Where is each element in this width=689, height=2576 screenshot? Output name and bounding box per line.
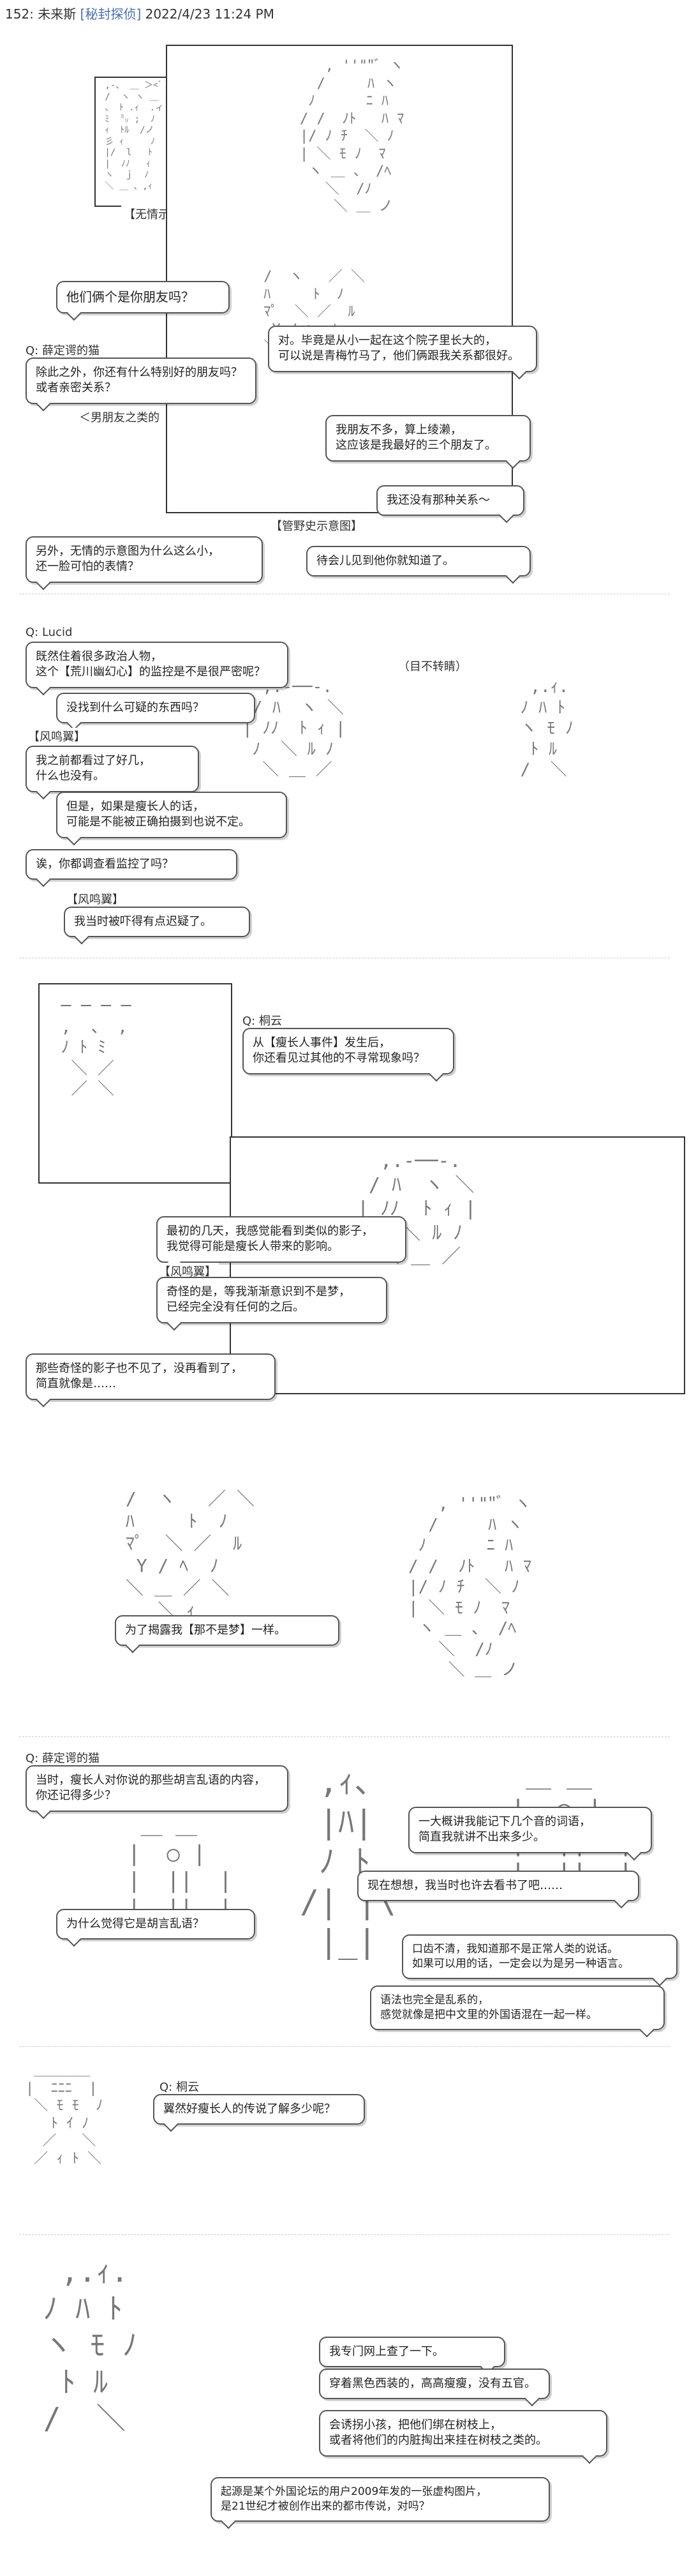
ascii-art-girl-2: ,.-──-. / ﾊ ヽ ＼ | ﾉﾉ ﾄ ｨ | ﾉ ＼ ﾙ ﾉ ＼ ＿ ／ xyxy=(242,677,346,780)
speech-bubble: 我之前都看过了好几， 什么也没有。 xyxy=(26,746,199,792)
speech-bubble: 现在想想，我当时也许去看书了吧…… xyxy=(357,1871,639,1902)
section-divider xyxy=(19,2234,670,2235)
speech-bubble: 但是，如果是瘦长人的话， 可能是不能被正确拍摄到也说不定。 xyxy=(56,792,287,838)
section-divider xyxy=(19,1736,670,1737)
stage-direction: （目不转睛） xyxy=(396,658,470,674)
questioner-label: Q: 薛定谔的猫 xyxy=(26,1752,100,1765)
scene-panel-3b xyxy=(230,1136,685,1394)
speech-bubble: 会诱拐小孩，把他们绑在树枝上， 或者将他们的内脏掏出来挂在树枝之类的。 xyxy=(319,2410,607,2457)
speech-bubble: 除此之外，你还有什么特别好的朋友吗？ 或者亲密关系？ xyxy=(26,358,256,404)
ascii-art-girl-1: , ''""ﾞ ヽ / ﾊ ヽ ﾉ ﾆ ﾊ / / ﾉﾄ ﾊ ﾏ |/ ﾉ ﾁ … xyxy=(300,58,404,215)
speech-bubble: 诶，你都调查看监控了吗？ xyxy=(26,849,237,880)
questioner-label: Q: 薛定谔的猫 xyxy=(26,344,100,358)
speech-bubble: 为了揭露我【那不是梦】一样。 xyxy=(115,1615,339,1646)
section-divider xyxy=(19,2046,670,2047)
speech-bubble: 我朋友不多，算上绫濑， 这应该是我最好的三个朋友了。 xyxy=(325,415,531,462)
thread-title[interactable]: [秘封探侦] xyxy=(80,6,142,22)
speech-bubble: 对。毕竟是从小一起在这个院子里长大的， 可以说是青梅竹马了，他们俩跟我关系都很好… xyxy=(268,326,537,372)
scene-panel-3a xyxy=(38,983,232,1184)
speech-bubble: 为什么觉得它是胡言乱语？ xyxy=(56,1909,255,1940)
ascii-art-girl-5: ,ｨ、 |ﾊ| ﾉ ﾄ /| |\ |_| xyxy=(300,1763,396,1960)
speech-bubble: 一大概讲我能记下几个音的词语， 简直我就讲不出来多少。 xyxy=(408,1807,652,1853)
author-name[interactable]: 未来斯 xyxy=(38,6,77,22)
speech-bubble: 他们俩个是你朋友吗？ xyxy=(56,281,230,313)
speech-bubble: 没找到什么可疑的东西吗？ xyxy=(56,693,255,724)
ascii-art-girl-6: ＿＿＿＿ | ﾆﾆﾆ | ＼ ﾓ ﾓ ﾉ ﾄ ｲ ﾉ ／ ＼ ／ ｨ ﾄ ＼ xyxy=(26,2063,103,2167)
speech-bubble: 口齿不清，我知道那不是正常人类的说话。 如果可以用的话，一定会以为是另一种语言。 xyxy=(402,1934,678,1979)
questioner-label: Q: 桐云 xyxy=(159,2081,199,2094)
ascii-art-scene-4b: , ''""ﾞ ヽ / ﾊ ヽ ﾉ ﾆ ﾊ / / ﾉﾄ ﾊ ﾏ |/ ﾉ ﾁ … xyxy=(408,1495,531,1680)
speech-bubble: 起源是某个外国论坛的用户2009年发的一张虚构图片， 是21世纪才被创作出来的都… xyxy=(211,2477,550,2522)
speech-bubble: 最初的几天，我感觉能看到类似的影子， 我觉得可能是瘦长人带来的影响。 xyxy=(156,1216,406,1263)
ascii-art-wuxin: ,-、 ＿ ＞<ﾞ / ヽ ヽ ＿ ,. - 、 ﾄ .ｨ .ィ ﾐ ㍉ ; ﾉ… xyxy=(105,80,185,192)
speech-bubble: 我当时被吓得有点迟疑了。 xyxy=(64,907,250,938)
speech-bubble: 那些奇怪的影子也不见了，没再看到了， 简直就像是…… xyxy=(26,1353,276,1400)
speech-bubble: 穿着黑色西装的，高高瘦瘦，没有五官。 xyxy=(319,2369,550,2400)
speech-bubble: 翼然好瘦长人的传说了解多少呢？ xyxy=(153,2094,365,2125)
page-header: 152: 未来斯 [秘封探侦] 2022/4/23 11:24 PM xyxy=(5,4,274,22)
ascii-art-girl-7: ,.ｨ. ﾉ ﾊ ﾄ ヽ ﾓ ﾉ ﾄ ﾙ / ＼ xyxy=(43,2254,138,2436)
questioner-label: Q: Lucid xyxy=(26,626,73,639)
caption-guanye: 【管野史示意图】 xyxy=(268,517,365,534)
speech-bubble: 语法也完全是乱系的， 感觉就像是把中文里的外国语混在一起一样。 xyxy=(370,1985,665,2030)
speaker-tag: 【风鸣翼】 xyxy=(64,891,126,907)
questioner-label: Q: 桐云 xyxy=(242,1014,282,1028)
speech-bubble: 我专门网上查了一下。 xyxy=(319,2337,505,2368)
post-datetime: 2022/4/23 11:24 PM xyxy=(145,6,274,22)
speech-bubble: 奇怪的是，等我渐渐意识到不是梦， 已经完全没有任何的之后。 xyxy=(156,1277,387,1323)
speech-bubble: 当时，瘦长人对你说的那些胡言乱语的内容， 你还记得多少？ xyxy=(26,1765,288,1812)
ascii-art-girl-2b: ,.ｨ. ﾉ ﾊ ﾄ ヽ ﾓ ﾉ ﾄ ﾙ / ＼ xyxy=(520,677,574,780)
speaker-tag: 【风鸣翼】 xyxy=(26,728,88,744)
speech-bubble: 另外，无情的示意图为什么这么小， 还一脸可怕的表情？ xyxy=(26,536,263,583)
speech-bubble: 我还没有那种关系～ xyxy=(376,485,524,516)
ascii-art-scene-4: / ヽ ／ ＼ ﾊ ﾄ ﾉ ﾏﾟ ＼ ／ ﾙ Y / ﾍ ﾉ ＼ ＿ ／ ＼ ＼… xyxy=(125,1488,255,1621)
ascii-art-shadow: ─ ─ ─ ─ , 、 , ﾉ ﾄ ﾐ ＼ ／ ／ ＼ xyxy=(61,997,131,1099)
speech-bubble: 待会儿见到他你就知道了。 xyxy=(306,546,531,577)
post-index: 152: xyxy=(5,6,34,22)
speech-bubble: 既然住着很多政治人物， 这个【荒川幽幻心】的监控是不是很严密呢？ xyxy=(26,642,288,688)
aside-text: ＜男朋友之类的 xyxy=(77,409,162,425)
speech-bubble: 从【瘦长人事件】发生后， 你还看见过其他的不寻常现象吗？ xyxy=(242,1028,454,1074)
ascii-art-girl-3: ,.-──-. / ﾊ ヽ ＼ | ﾉﾉ ﾄ ｨ | ﾉ ＼ ﾙ ﾉ ＼ ＿ ／ xyxy=(357,1150,477,1268)
